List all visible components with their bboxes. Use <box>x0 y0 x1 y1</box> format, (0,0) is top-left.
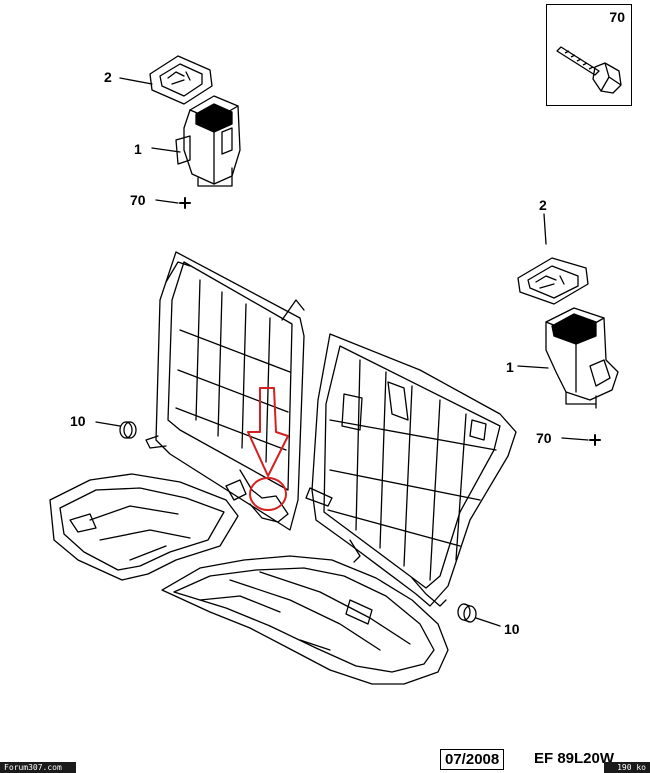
callout-left-bushing: 10 <box>70 413 86 429</box>
watermark-size: 190 ko <box>604 762 650 773</box>
leader-right-screw <box>561 437 589 441</box>
top-left-hinge-bracket <box>183 95 241 185</box>
callout-top-left-screw: 70 <box>130 192 146 208</box>
right-bushing-part <box>457 603 477 623</box>
right-seal-gasket <box>517 257 589 305</box>
callout-right-hinge: 1 <box>506 359 514 375</box>
left-seatback-frame <box>145 251 305 531</box>
leader-top-left-screw <box>155 199 179 204</box>
left-seat-cushion <box>49 473 239 581</box>
right-screw-cross <box>589 434 601 446</box>
callout-right-screw: 70 <box>536 430 552 446</box>
top-left-screw-cross <box>179 197 191 209</box>
highlight-annotation <box>247 387 289 511</box>
right-seat-cushion <box>161 555 449 685</box>
leader-right-hinge <box>517 365 549 369</box>
top-left-hinge-assembly <box>149 55 241 187</box>
highlight-circle <box>249 477 287 511</box>
diagram-reference: EF 89L20W <box>534 750 615 767</box>
callout-right-seal: 2 <box>539 197 547 213</box>
top-left-seal-gasket <box>149 55 213 105</box>
inset-label: 70 <box>609 9 625 25</box>
callout-top-left-seal: 2 <box>104 69 112 85</box>
right-hinge-bracket <box>545 307 619 401</box>
leader-top-left-seal <box>119 77 153 85</box>
watermark-source: Forum307.com <box>0 762 76 773</box>
inset-screw-box: 70 <box>546 4 632 106</box>
callout-right-bushing: 10 <box>504 621 520 637</box>
highlight-arrow <box>247 387 289 477</box>
revision-date: 07/2008 <box>440 749 505 770</box>
right-hinge-assembly <box>517 257 619 409</box>
left-bushing-part <box>119 421 137 439</box>
leader-right-bushing <box>475 617 501 627</box>
right-seatback-frame <box>305 333 517 607</box>
callout-top-left-hinge: 1 <box>134 141 142 157</box>
leader-top-left-hinge <box>151 147 181 153</box>
leader-right-seal <box>543 213 547 245</box>
leader-left-bushing <box>95 421 121 427</box>
bolt-icon <box>556 46 622 94</box>
